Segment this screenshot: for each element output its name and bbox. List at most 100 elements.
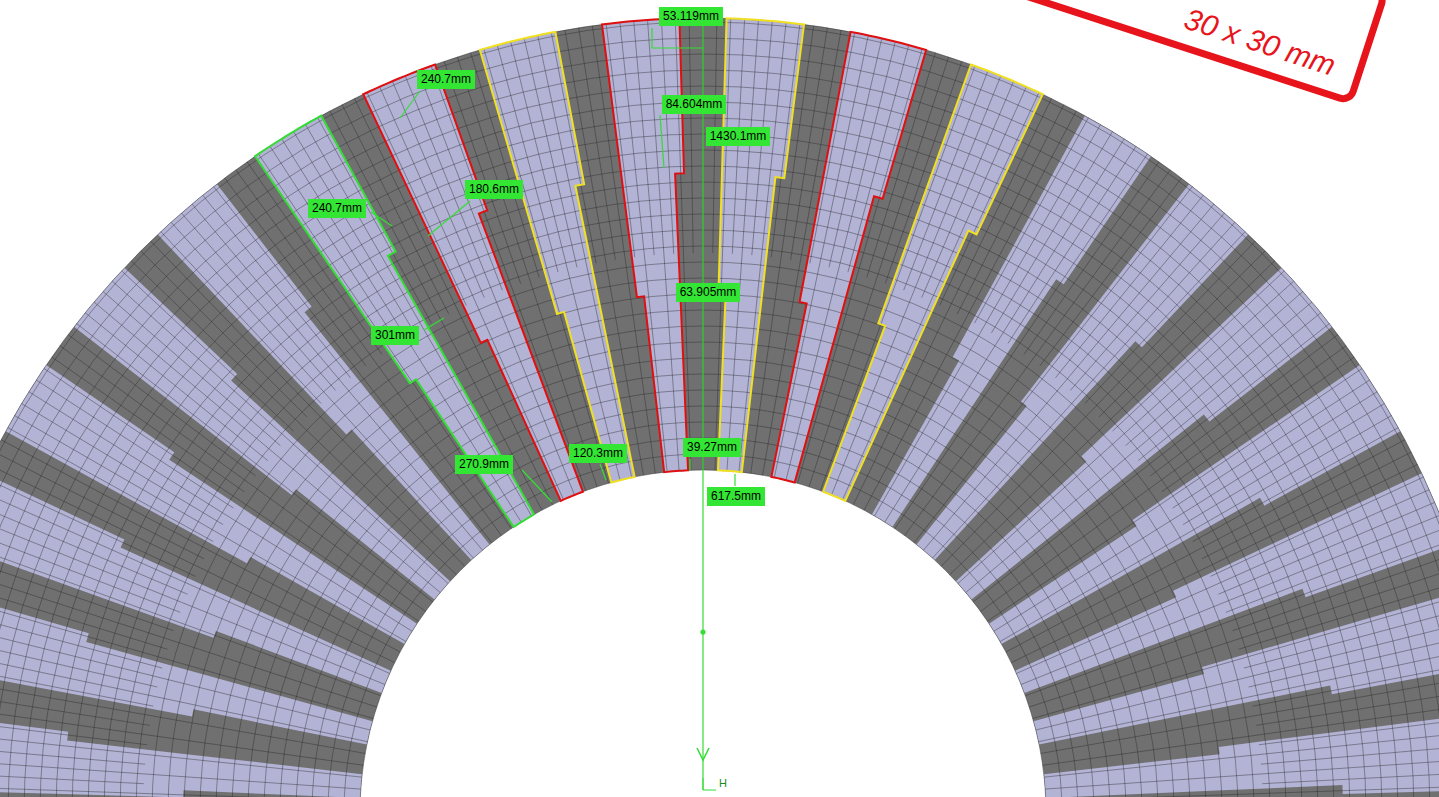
mesh-spoke — [987, 368, 1362, 621]
mesh-spoke — [905, 170, 1171, 536]
mesh-spoke — [551, 33, 596, 264]
leader-line — [371, 212, 392, 226]
dimension-label: 240.7mm — [308, 199, 366, 218]
leader-line — [424, 318, 444, 330]
axis-arrow — [697, 748, 709, 760]
leader-line — [400, 91, 420, 118]
mesh-spoke — [991, 132, 1112, 333]
mesh-spoke — [0, 515, 385, 684]
mesh-spoke — [727, 20, 759, 471]
grey-ring — [0, 18, 1439, 797]
mesh-spoke — [0, 607, 162, 668]
mesh-spoke — [0, 581, 167, 650]
mesh-spoke — [0, 567, 377, 707]
mesh-spoke — [1099, 251, 1265, 417]
dimension-label: 1430.1mm — [706, 127, 771, 146]
mesh-spoke — [0, 634, 157, 687]
mesh-spoke — [829, 38, 882, 267]
mesh-grid — [0, 18, 1439, 797]
mesh-spoke — [798, 49, 923, 483]
mesh-spoke — [1150, 335, 1338, 476]
mesh-spoke — [1085, 232, 1245, 404]
mesh-spoke — [771, 24, 800, 257]
mesh-spoke — [974, 118, 1088, 324]
mesh-spoke — [1249, 634, 1439, 687]
mesh-spoke — [0, 744, 145, 764]
mesh-spoke — [0, 490, 390, 674]
dimension-label: 39.27mm — [683, 438, 741, 457]
mesh-ring — [0, 22, 1439, 797]
axis-dot — [701, 630, 705, 634]
mesh-spoke — [1055, 195, 1203, 378]
mesh-spoke — [1046, 785, 1439, 797]
mesh-spoke — [0, 785, 360, 797]
mesh-spoke — [634, 21, 654, 255]
segment-outline — [363, 65, 583, 501]
dimension-label: 120.3mm — [569, 444, 627, 463]
mesh-spoke — [1173, 380, 1370, 508]
mesh-spoke — [0, 554, 174, 631]
mesh-spoke — [0, 702, 363, 765]
mesh-spoke — [122, 271, 294, 431]
mesh-spoke — [270, 146, 398, 343]
dimension-label: 63.905mm — [676, 283, 741, 302]
mesh-spoke — [0, 648, 367, 742]
leader-line — [689, 459, 690, 470]
mesh-spoke — [1, 440, 400, 652]
axis-line — [702, 24, 703, 790]
mesh-spoke — [444, 61, 521, 283]
mesh-spoke — [77, 324, 433, 602]
dimension-label: 53.119mm — [659, 7, 723, 26]
leader-line — [734, 474, 735, 486]
axis-label: H — [719, 777, 727, 789]
mesh-spoke — [843, 87, 1027, 500]
mesh-spoke — [1226, 528, 1439, 612]
mesh-spoke — [648, 20, 680, 471]
callout-box: 30 x 30 mm — [991, 0, 1389, 106]
mesh-spoke — [318, 118, 432, 324]
mesh-spoke — [524, 38, 577, 267]
mesh-spoke — [1138, 313, 1321, 461]
mesh-spoke — [225, 178, 366, 366]
mesh-spoke — [161, 232, 321, 404]
mesh-spoke — [1024, 162, 1159, 355]
leader-line — [660, 115, 664, 168]
leader-line — [600, 464, 606, 480]
mesh-spoke — [715, 18, 731, 470]
segment-group — [0, 18, 1439, 797]
leader-line — [522, 470, 552, 502]
highlight-group — [255, 18, 1043, 527]
mesh-spoke — [914, 187, 1192, 543]
segment-outline — [602, 18, 688, 472]
mesh-spoke — [306, 125, 532, 516]
mesh-spoke — [1183, 404, 1384, 525]
mesh-spoke — [739, 22, 786, 472]
dimension-label: 84.604mm — [662, 95, 727, 114]
mesh-spoke — [875, 125, 1101, 516]
note-text: 30 x 30 mm — [1180, 2, 1340, 83]
mesh-spoke — [141, 251, 307, 417]
mesh-spoke — [763, 30, 841, 475]
mesh-spoke — [367, 92, 466, 305]
mesh-spoke — [867, 53, 936, 278]
mesh-spoke — [1033, 594, 1439, 719]
mesh-spoke — [60, 346, 426, 612]
mesh-spoke — [1000, 416, 1391, 642]
mesh-spoke — [471, 53, 540, 278]
mesh-spoke — [1232, 554, 1439, 631]
mesh-spoke — [1006, 440, 1405, 652]
mesh-spoke — [1043, 702, 1439, 765]
mesh-spoke — [0, 528, 180, 612]
axis-triad — [703, 778, 716, 790]
mesh-spoke — [22, 404, 223, 525]
mesh-ring — [0, 86, 1430, 797]
mesh-spoke — [1025, 541, 1439, 696]
mesh-spoke — [0, 661, 153, 706]
mesh-spoke — [1262, 771, 1439, 783]
mesh-spoke — [1202, 452, 1411, 559]
dimension-label: 301mm — [371, 326, 419, 345]
dimension-label: 180.6mm — [465, 180, 523, 199]
mesh-spoke — [831, 76, 1000, 495]
